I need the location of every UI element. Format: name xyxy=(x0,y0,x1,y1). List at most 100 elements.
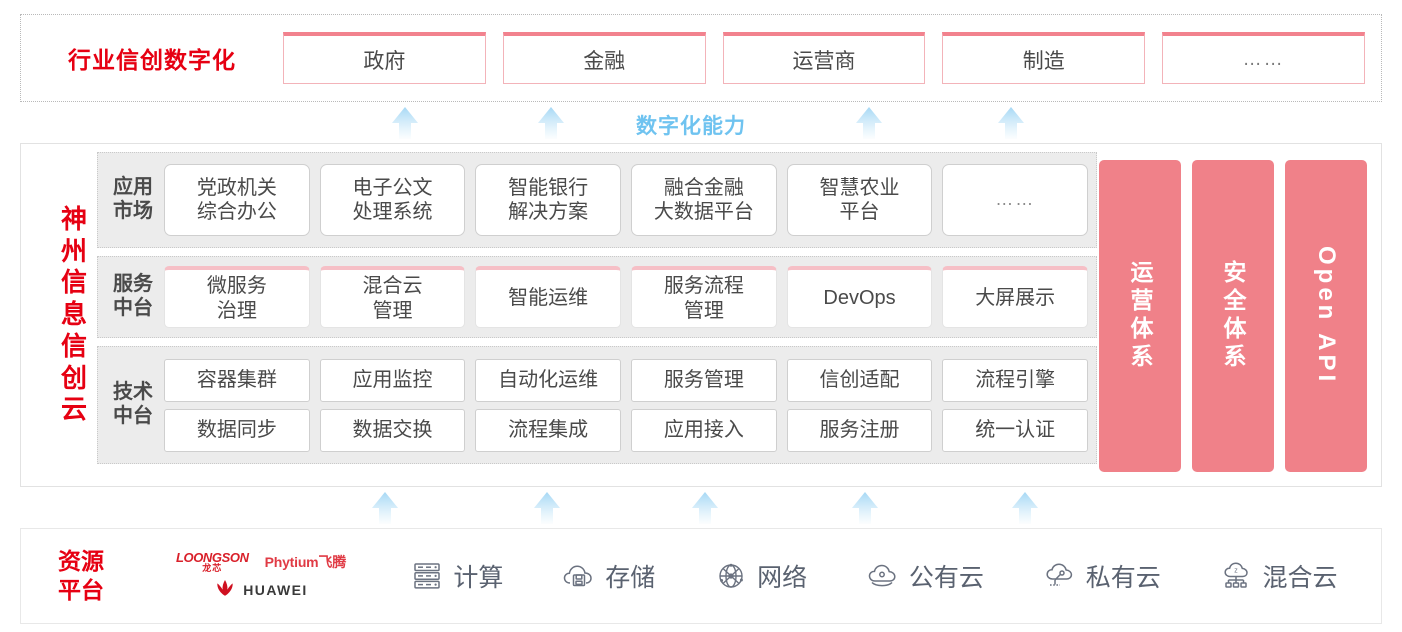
cell-line: 智慧农业 xyxy=(819,176,900,199)
industry-box-label: 制造 xyxy=(1022,49,1065,73)
tech-cell-data-exchange[interactable]: 数据交换 xyxy=(319,408,466,452)
industry-box-government[interactable]: 政府 xyxy=(283,32,486,84)
cloud-band-title: 神 州 信 息 信 创 云 xyxy=(43,154,105,476)
cloud-title-char: 信 xyxy=(60,267,87,298)
loongson-logo-subtext: 龙芯 xyxy=(202,562,223,573)
resource-title-line: 平台 xyxy=(58,577,104,603)
pillar-label: 运营体系 xyxy=(1127,260,1153,372)
cloud-title-char: 神 xyxy=(60,203,87,234)
phytium-logo: Phytium飞腾 xyxy=(264,552,347,572)
cell-line: 解决方案 xyxy=(508,201,589,223)
huawei-logo: HUAWEI xyxy=(214,579,307,602)
cloud-title-char: 息 xyxy=(60,299,87,330)
resource-item-label: 公有云 xyxy=(908,564,984,592)
huawei-flower-icon xyxy=(214,579,236,602)
tech-cell-xinchuang-adaptation[interactable]: 信创适配 xyxy=(786,358,933,402)
resource-item-compute[interactable]: 计算 xyxy=(410,558,503,594)
resource-platform-band: 资源 平台 LOONGSON 龙芯 Phytium飞腾 xyxy=(20,528,1382,624)
industry-box-more[interactable]: …… xyxy=(1162,32,1365,84)
tech-cell-automated-operations[interactable]: 自动化运维 xyxy=(475,358,622,402)
resource-item-storage[interactable]: 存储 xyxy=(562,558,655,594)
cell-line: 流程集成 xyxy=(508,418,589,441)
pillar-open-api[interactable]: Open API xyxy=(1285,160,1367,472)
cell-line: 应用接入 xyxy=(663,418,744,441)
phytium-logo-text: Phytium飞腾 xyxy=(264,553,347,570)
pillar-security-system[interactable]: 安全体系 xyxy=(1192,160,1274,472)
svc-cell-devops[interactable]: DevOps xyxy=(786,266,933,328)
cell-line: 数据同步 xyxy=(196,418,277,441)
app-cell-e-document-system[interactable]: 电子公文 处理系统 xyxy=(319,164,466,236)
svg-text:z: z xyxy=(1234,568,1238,575)
app-cell-more[interactable]: …… xyxy=(942,164,1089,236)
resource-item-public-cloud[interactable]: 公有云 xyxy=(866,558,984,594)
industry-box-label: 运营商 xyxy=(792,49,856,73)
cloud-storage-icon xyxy=(562,559,596,593)
industry-box-telecom[interactable]: 运营商 xyxy=(722,32,926,84)
cell-line: 容器集群 xyxy=(196,368,277,391)
cell-line: 智能银行 xyxy=(508,176,589,199)
cloud-title-char: 云 xyxy=(60,394,87,425)
tech-cell-application-access[interactable]: 应用接入 xyxy=(631,408,777,452)
app-cell-smart-agriculture-platform[interactable]: 智慧农业 平台 xyxy=(786,164,933,236)
cell-line: 治理 xyxy=(216,299,257,322)
tech-cell-process-engine[interactable]: 流程引擎 xyxy=(942,358,1089,402)
up-arrow-icon xyxy=(1008,491,1042,525)
pillar-label: Open API xyxy=(1313,246,1340,386)
cell-line: 处理系统 xyxy=(352,201,433,223)
resource-item-private-cloud[interactable]: 私有云 xyxy=(1043,558,1161,594)
resource-item-label: 网络 xyxy=(757,564,808,592)
tech-cell-service-registry[interactable]: 服务注册 xyxy=(786,408,933,452)
capability-arrow-band-top xyxy=(0,104,1402,140)
industry-box-list: 政府 金融 运营商 制造 …… xyxy=(283,32,1381,84)
tech-cell-container-cluster[interactable]: 容器集群 xyxy=(164,358,310,402)
shenzhou-cloud-band: 神 州 信 息 信 创 云 应用 市场 党政机关 综合办公 xyxy=(20,143,1382,487)
cell-line: 大屏展示 xyxy=(975,287,1056,310)
layer-label-application-market: 应用 市场 xyxy=(102,176,164,223)
cell-line: 服务注册 xyxy=(819,418,900,441)
svc-cell-intelligent-operations[interactable]: 智能运维 xyxy=(475,266,622,328)
vendor-logo-row: HUAWEI xyxy=(214,579,307,602)
cell-line: 服务流程 xyxy=(663,275,744,298)
tech-cell-service-management[interactable]: 服务管理 xyxy=(631,358,777,402)
layer-label-line: 技术 xyxy=(113,381,153,404)
tech-cell-row: 数据同步 数据交换 流程集成 应用接入 服务注册 统一认证 xyxy=(164,408,1089,452)
up-arrow-icon xyxy=(388,106,422,140)
layer-label-line: 服务 xyxy=(113,273,153,296)
cell-line: 自动化运维 xyxy=(498,368,599,391)
cell-line: 微服务 xyxy=(206,275,267,298)
industry-box-finance[interactable]: 金融 xyxy=(502,32,706,84)
layer-tech-platform: 技术 中台 容器集群 应用监控 自动化运维 服务管理 xyxy=(97,346,1097,464)
up-arrow-icon xyxy=(848,491,882,525)
svc-cell-microservice-governance[interactable]: 微服务 治理 xyxy=(164,266,310,328)
resource-title-line: 资源 xyxy=(58,548,104,575)
capability-label: 数字化能力 xyxy=(636,115,746,138)
industry-box-manufacturing[interactable]: 制造 xyxy=(942,32,1146,84)
resource-band-title: 资源 平台 xyxy=(21,547,141,605)
industry-box-label: 金融 xyxy=(583,49,626,73)
huawei-logo-text: HUAWEI xyxy=(243,582,308,598)
pillar-operations-system[interactable]: 运营体系 xyxy=(1099,160,1181,472)
industry-digitalization-band: 行业信创数字化 政府 金融 运营商 制造 …… xyxy=(20,14,1382,102)
pillar-label: 安全体系 xyxy=(1220,260,1246,372)
cell-line: 智能运维 xyxy=(508,287,589,310)
layer-service-platform: 服务 中台 微服务 治理 混合云 管理 智能运维 xyxy=(97,256,1097,338)
app-cell-smart-bank-solution[interactable]: 智能银行 解决方案 xyxy=(475,164,622,236)
resource-item-network[interactable]: 网络 xyxy=(714,558,807,594)
resource-item-label: 存储 xyxy=(605,564,656,592)
cell-line: 信创适配 xyxy=(819,368,900,391)
svc-cell-hybrid-cloud-management[interactable]: 混合云 管理 xyxy=(319,266,466,328)
tech-cell-row: 容器集群 应用监控 自动化运维 服务管理 信创适配 流程引擎 xyxy=(164,358,1089,402)
resource-item-hybrid-cloud[interactable]: z 混合云 xyxy=(1220,558,1338,594)
tech-cell-application-monitoring[interactable]: 应用监控 xyxy=(319,358,466,402)
layer-label-line: 应用 xyxy=(113,176,153,199)
app-cell-finance-bigdata-platform[interactable]: 融合金融 大数据平台 xyxy=(631,164,777,236)
tech-platform-cells: 容器集群 应用监控 自动化运维 服务管理 信创适配 流程引擎 xyxy=(164,347,1089,463)
app-cell-government-office[interactable]: 党政机关 综合办公 xyxy=(164,164,310,236)
tech-cell-process-integration[interactable]: 流程集成 xyxy=(475,408,622,452)
tech-cell-data-sync[interactable]: 数据同步 xyxy=(164,408,310,452)
svc-cell-large-screen-display[interactable]: 大屏展示 xyxy=(942,266,1089,328)
tech-cell-unified-authentication[interactable]: 统一认证 xyxy=(942,408,1089,452)
up-arrow-icon xyxy=(688,491,722,525)
svc-cell-service-process-management[interactable]: 服务流程 管理 xyxy=(631,266,777,328)
